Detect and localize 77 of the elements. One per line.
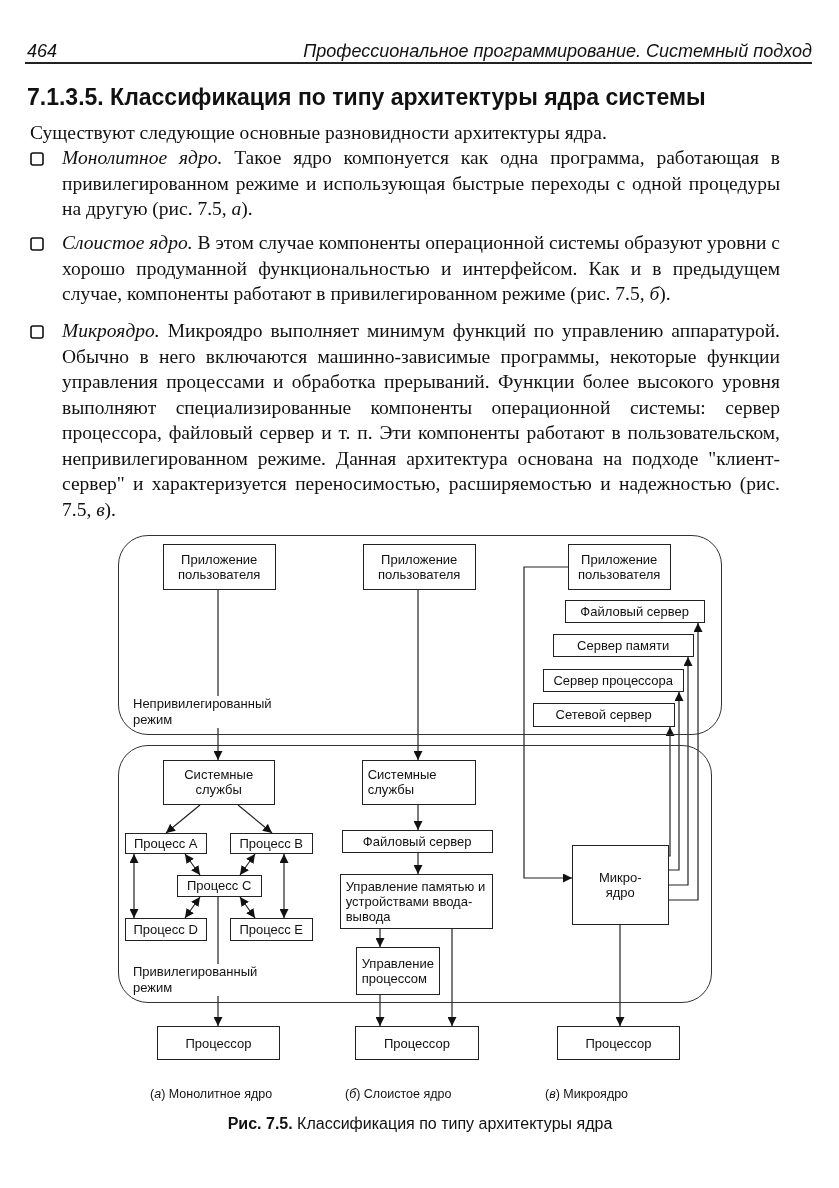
component-box bbox=[157, 1026, 280, 1060]
arrow bbox=[615, 924, 625, 1027]
box-label: Микро- ядро bbox=[597, 869, 643, 900]
paragraph: Монолитное ядро. Такое ядро компонуется как одна программа, работающая в привилегированном режиме и использующая быстрые переходы с одной процедуры на другую (рис. 7.5, а). bbox=[62, 146, 780, 221]
box-label: Процессор bbox=[384, 1035, 450, 1051]
component-box bbox=[552, 633, 694, 657]
component-box bbox=[341, 829, 493, 853]
figure-caption: Рис. 7.5. Классификация по типу архитектуры ядра bbox=[226, 1114, 614, 1134]
arrow bbox=[279, 853, 289, 919]
box-label: Файловый сервер bbox=[362, 833, 472, 849]
subfigure-caption: (а) Монолитное ядро bbox=[150, 1086, 274, 1102]
component-box bbox=[229, 832, 313, 854]
arrow bbox=[129, 853, 139, 919]
running-header: Профессиональное программирование. Системный подход bbox=[302, 40, 812, 62]
component-box bbox=[542, 668, 684, 692]
arrow bbox=[413, 804, 423, 831]
box-label: Приложение пользователя bbox=[177, 551, 262, 582]
arrow bbox=[668, 622, 703, 901]
box-label: Сервер памяти bbox=[577, 637, 670, 653]
paragraph: Существуют следующие основные разновидности архитектуры ядра. bbox=[30, 121, 608, 145]
subfigure-caption: (б) Слоистое ядро bbox=[345, 1086, 453, 1102]
arrow bbox=[375, 994, 385, 1027]
component-box bbox=[355, 1026, 479, 1060]
arrow bbox=[668, 691, 684, 871]
component-box bbox=[339, 873, 493, 929]
component-box bbox=[362, 543, 476, 590]
section-heading: 7.1.3.5. Классификация по типу архитектуры ядра системы bbox=[27, 83, 707, 112]
paragraph: Слоистое ядро. В этом случае компоненты операционной системы образуют уровни с хорошо продуманной функциональностью и интерфейсом. Как и в предыдущем случае, компоненты работают в привилегированном режиме (рис. 7.5, б). bbox=[62, 231, 780, 306]
component-box bbox=[162, 759, 275, 805]
page-number: 464 bbox=[27, 40, 59, 62]
paragraph: Микроядро. Микроядро выполняет минимум функций по управлению аппаратурой. Обычно в него включаются машинно-зависимые программы, некоторые функции управления процессами и обработка прерываний. Функции более высокого уровня выполняют специализированные компоненты операционной системы: сервер процессора, файловый сервер и т. п. Эти компоненты работают в пользовательском, непривилегированном режиме. Данная архитектура основана на подходе "клиент-сервер" и характеризуется переносимостью, расширяемостью и надежностью (рис. 7.5, в). bbox=[62, 319, 780, 522]
component-box bbox=[532, 702, 675, 727]
arrow bbox=[184, 853, 201, 876]
arrow bbox=[239, 853, 256, 876]
box-label: Управление памятью и устройствами ввода-вывода bbox=[345, 878, 487, 924]
arrow bbox=[165, 804, 201, 834]
arrow bbox=[447, 928, 457, 1027]
mode-region bbox=[118, 535, 722, 735]
component-box bbox=[162, 543, 276, 590]
box-label: Процесс C bbox=[187, 878, 252, 894]
component-box bbox=[124, 917, 207, 941]
mode-region bbox=[118, 745, 712, 1003]
box-label: Системные службы bbox=[183, 767, 255, 798]
arrow bbox=[523, 566, 573, 883]
arrow bbox=[375, 928, 385, 948]
component-box bbox=[176, 874, 262, 897]
box-label: Сетевой сервер bbox=[555, 707, 652, 723]
subfigure-caption: (в) Микроядро bbox=[545, 1086, 630, 1102]
arrow bbox=[237, 804, 273, 834]
box-label: Процесс D bbox=[133, 921, 198, 937]
component-box bbox=[355, 946, 440, 995]
box-label: Процесс A bbox=[133, 835, 198, 851]
arrow bbox=[184, 896, 201, 919]
component-box bbox=[567, 543, 671, 590]
component-box bbox=[564, 599, 705, 623]
component-box bbox=[124, 832, 207, 854]
box-label: Процессор bbox=[185, 1035, 252, 1051]
arrow bbox=[213, 589, 223, 761]
arrow bbox=[665, 726, 675, 857]
box-label: Процесс E bbox=[239, 921, 303, 937]
box-label: Сервер процессора bbox=[553, 672, 673, 688]
box-label: Управление процессом bbox=[361, 955, 435, 986]
box-label: Приложение пользователя bbox=[377, 551, 462, 582]
component-box bbox=[557, 1026, 680, 1060]
component-box bbox=[229, 917, 313, 941]
box-label: Процесс B bbox=[239, 835, 303, 851]
arrow bbox=[239, 896, 256, 919]
arrow bbox=[413, 589, 423, 761]
arrow bbox=[213, 896, 223, 1027]
box-label: Файловый сервер bbox=[580, 603, 689, 619]
arrow bbox=[668, 656, 693, 886]
box-label: Приложение пользователя bbox=[577, 551, 662, 582]
box-label: Системные службы bbox=[367, 767, 438, 798]
arrow bbox=[413, 852, 423, 875]
component-box bbox=[571, 844, 669, 925]
box-label: Процессор bbox=[585, 1035, 652, 1051]
component-box bbox=[361, 759, 476, 805]
